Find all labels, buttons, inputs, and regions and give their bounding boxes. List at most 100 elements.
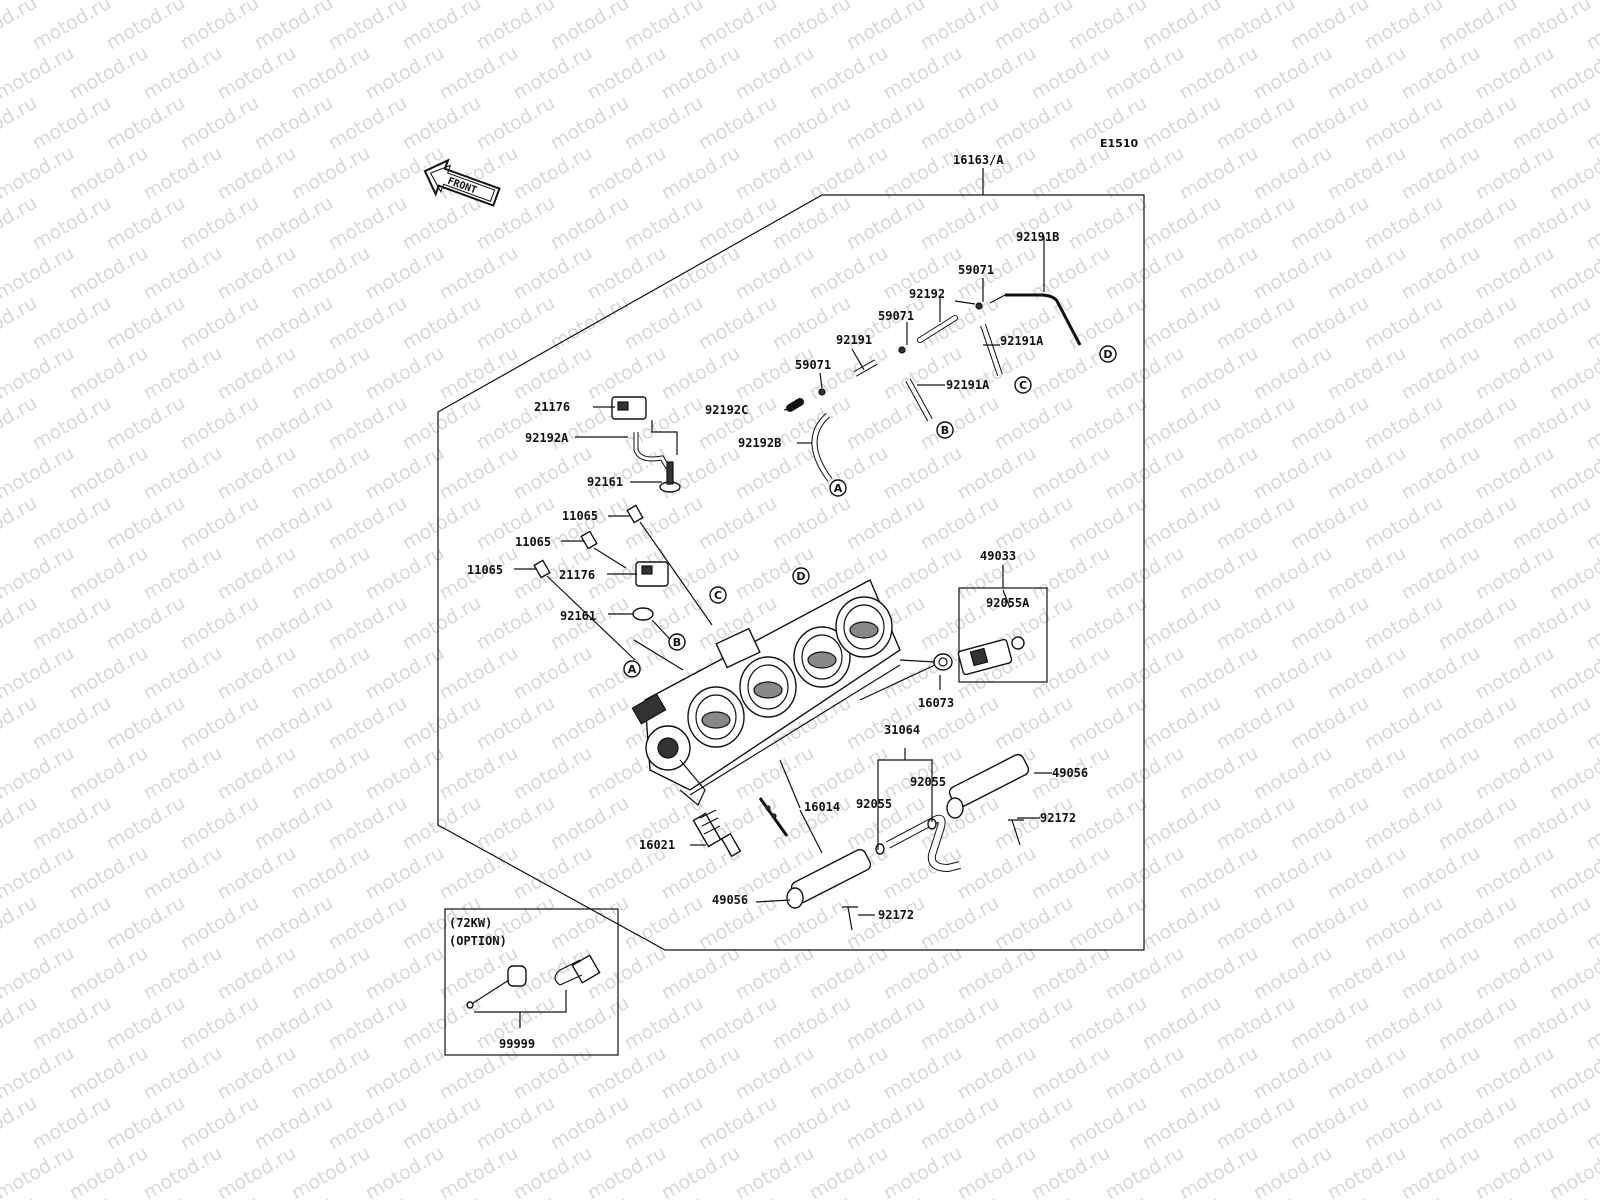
watermark-text: motod.ru — [880, 342, 966, 405]
watermark-text: motod.ru — [1435, 192, 1521, 255]
connector-B-2: B — [668, 633, 686, 651]
watermark-text: motod.ru — [1139, 792, 1225, 855]
watermark-text: motod.ru — [1509, 892, 1595, 955]
watermark-text: motod.ru — [584, 342, 670, 405]
watermark-text: motod.ru — [103, 992, 189, 1055]
watermark-text: motod.ru — [66, 842, 152, 905]
watermark-text: motod.ru — [1361, 592, 1447, 655]
watermark-text: motod.ru — [1287, 792, 1373, 855]
watermark-text: motod.ru — [991, 692, 1077, 755]
watermark-text: motod.ru — [843, 392, 929, 455]
watermark-text: motod.ru — [177, 992, 263, 1055]
part-label: 21176 — [534, 400, 570, 414]
part-label: 92172 — [1040, 811, 1076, 825]
watermark-text: motod.ru — [251, 792, 337, 855]
watermark-text: motod.ru — [399, 792, 485, 855]
part-label: 49056 — [712, 893, 748, 907]
watermark-text: motod.ru — [547, 692, 633, 755]
watermark-text: motod.ru — [769, 92, 855, 155]
watermark-text: motod.ru — [1139, 692, 1225, 755]
watermark-text: motod.ru — [658, 1042, 744, 1105]
watermark-text: motod.ru — [103, 692, 189, 755]
part-label: 21176 — [559, 568, 595, 582]
watermark-text: motod.ru — [177, 192, 263, 255]
watermark-text: motod.ru — [214, 842, 300, 905]
part-label: 16021 — [639, 838, 675, 852]
throttle-bore-2 — [739, 656, 797, 718]
watermark-text: motod.ru — [103, 792, 189, 855]
watermark-text: motod.ru — [510, 1042, 596, 1105]
watermark-text: motod.ru — [177, 692, 263, 755]
watermark-text: motod.ru — [29, 792, 115, 855]
watermark-text: motod.ru — [1435, 492, 1521, 555]
watermark-text: motod.ru — [991, 992, 1077, 1055]
watermark-text: motod.ru — [1250, 942, 1336, 1005]
watermark-text: motod.ru — [584, 1142, 670, 1200]
watermark-text: motod.ru — [1102, 642, 1188, 705]
watermark-text: motod.ru — [732, 42, 818, 105]
watermark-text: motod.ru — [140, 842, 226, 905]
watermark-text: motod.ru — [769, 992, 855, 1055]
watermark-text: motod.ru — [1139, 192, 1225, 255]
watermark-text: motod.ru — [436, 42, 522, 105]
part-label: 16014 — [804, 800, 840, 814]
watermark-text: motod.ru — [1065, 992, 1151, 1055]
watermark-text: motod.ru — [362, 742, 448, 805]
part-label: 49056 — [1052, 766, 1088, 780]
fuel-rail-left — [786, 848, 872, 931]
watermark-text: motod.ru — [288, 442, 374, 505]
watermark-text: motod.ru — [1398, 442, 1484, 505]
watermark-text: motod.ru — [399, 492, 485, 555]
watermark-text: motod.ru — [1398, 842, 1484, 905]
watermark-text: motod.ru — [1324, 642, 1410, 705]
svg-text:C: C — [1019, 379, 1027, 392]
watermark-text: motod.ru — [917, 92, 1003, 155]
watermark-text: motod.ru — [806, 42, 892, 105]
watermark-text: motod.ru — [732, 342, 818, 405]
watermark-text: motod.ru — [29, 992, 115, 1055]
watermark-text: motod.ru — [1250, 42, 1336, 105]
part-label: 92172 — [878, 908, 914, 922]
watermark-text: motod.ru — [1287, 292, 1373, 355]
watermark-text: motod.ru — [806, 1142, 892, 1200]
watermark-text: motod.ru — [1028, 842, 1114, 905]
watermark-text: motod.ru — [140, 242, 226, 305]
watermark-text: motod.ru — [1287, 192, 1373, 255]
watermark-text: motod.ru — [177, 1092, 263, 1155]
watermark-text: motod.ru — [1324, 942, 1410, 1005]
watermark-text: motod.ru — [621, 92, 707, 155]
watermark-text: motod.ru — [288, 142, 374, 205]
watermark-text: motod.ru — [991, 392, 1077, 455]
watermark-text: motod.ru — [1361, 392, 1447, 455]
watermark-text: motod.ru — [251, 392, 337, 455]
watermark-text: motod.ru — [991, 492, 1077, 555]
watermark-text: motod.ru — [325, 0, 411, 54]
watermark-text: motod.ru — [695, 1092, 781, 1155]
watermark-text: motod.ru — [1250, 242, 1336, 305]
watermark-text: motod.ru — [251, 692, 337, 755]
watermark-text: motod.ru — [695, 992, 781, 1055]
watermark-text: motod.ru — [103, 592, 189, 655]
watermark-text: motod.ru — [29, 892, 115, 955]
watermark-text: motod.ru — [510, 842, 596, 905]
connector-C-2: C — [709, 586, 727, 604]
watermark-text: motod.ru — [473, 92, 559, 155]
watermark-text: motod.ru — [1398, 42, 1484, 105]
svg-text:A: A — [834, 482, 843, 495]
watermark-text: motod.ru — [1472, 242, 1558, 305]
watermark-text: motod.ru — [1472, 1042, 1558, 1105]
watermark-text: motod.ru — [621, 992, 707, 1055]
watermark-text: motod.ru — [880, 1142, 966, 1200]
option-box — [444, 908, 619, 1056]
watermark-text: motod.ru — [288, 542, 374, 605]
watermark-text: motod.ru — [1213, 492, 1299, 555]
watermark-text: motod.ru — [1361, 992, 1447, 1055]
watermark-text: motod.ru — [1213, 592, 1299, 655]
watermark-text: motod.ru — [1361, 292, 1447, 355]
watermark-text: motod.ru — [954, 1042, 1040, 1105]
watermark-text: motod.ru — [917, 1092, 1003, 1155]
watermark-text: motod.ru — [806, 242, 892, 305]
watermark-text: motod.ru — [362, 542, 448, 605]
watermark-text: motod.ru — [214, 942, 300, 1005]
part-label: 92191A — [1000, 334, 1044, 348]
